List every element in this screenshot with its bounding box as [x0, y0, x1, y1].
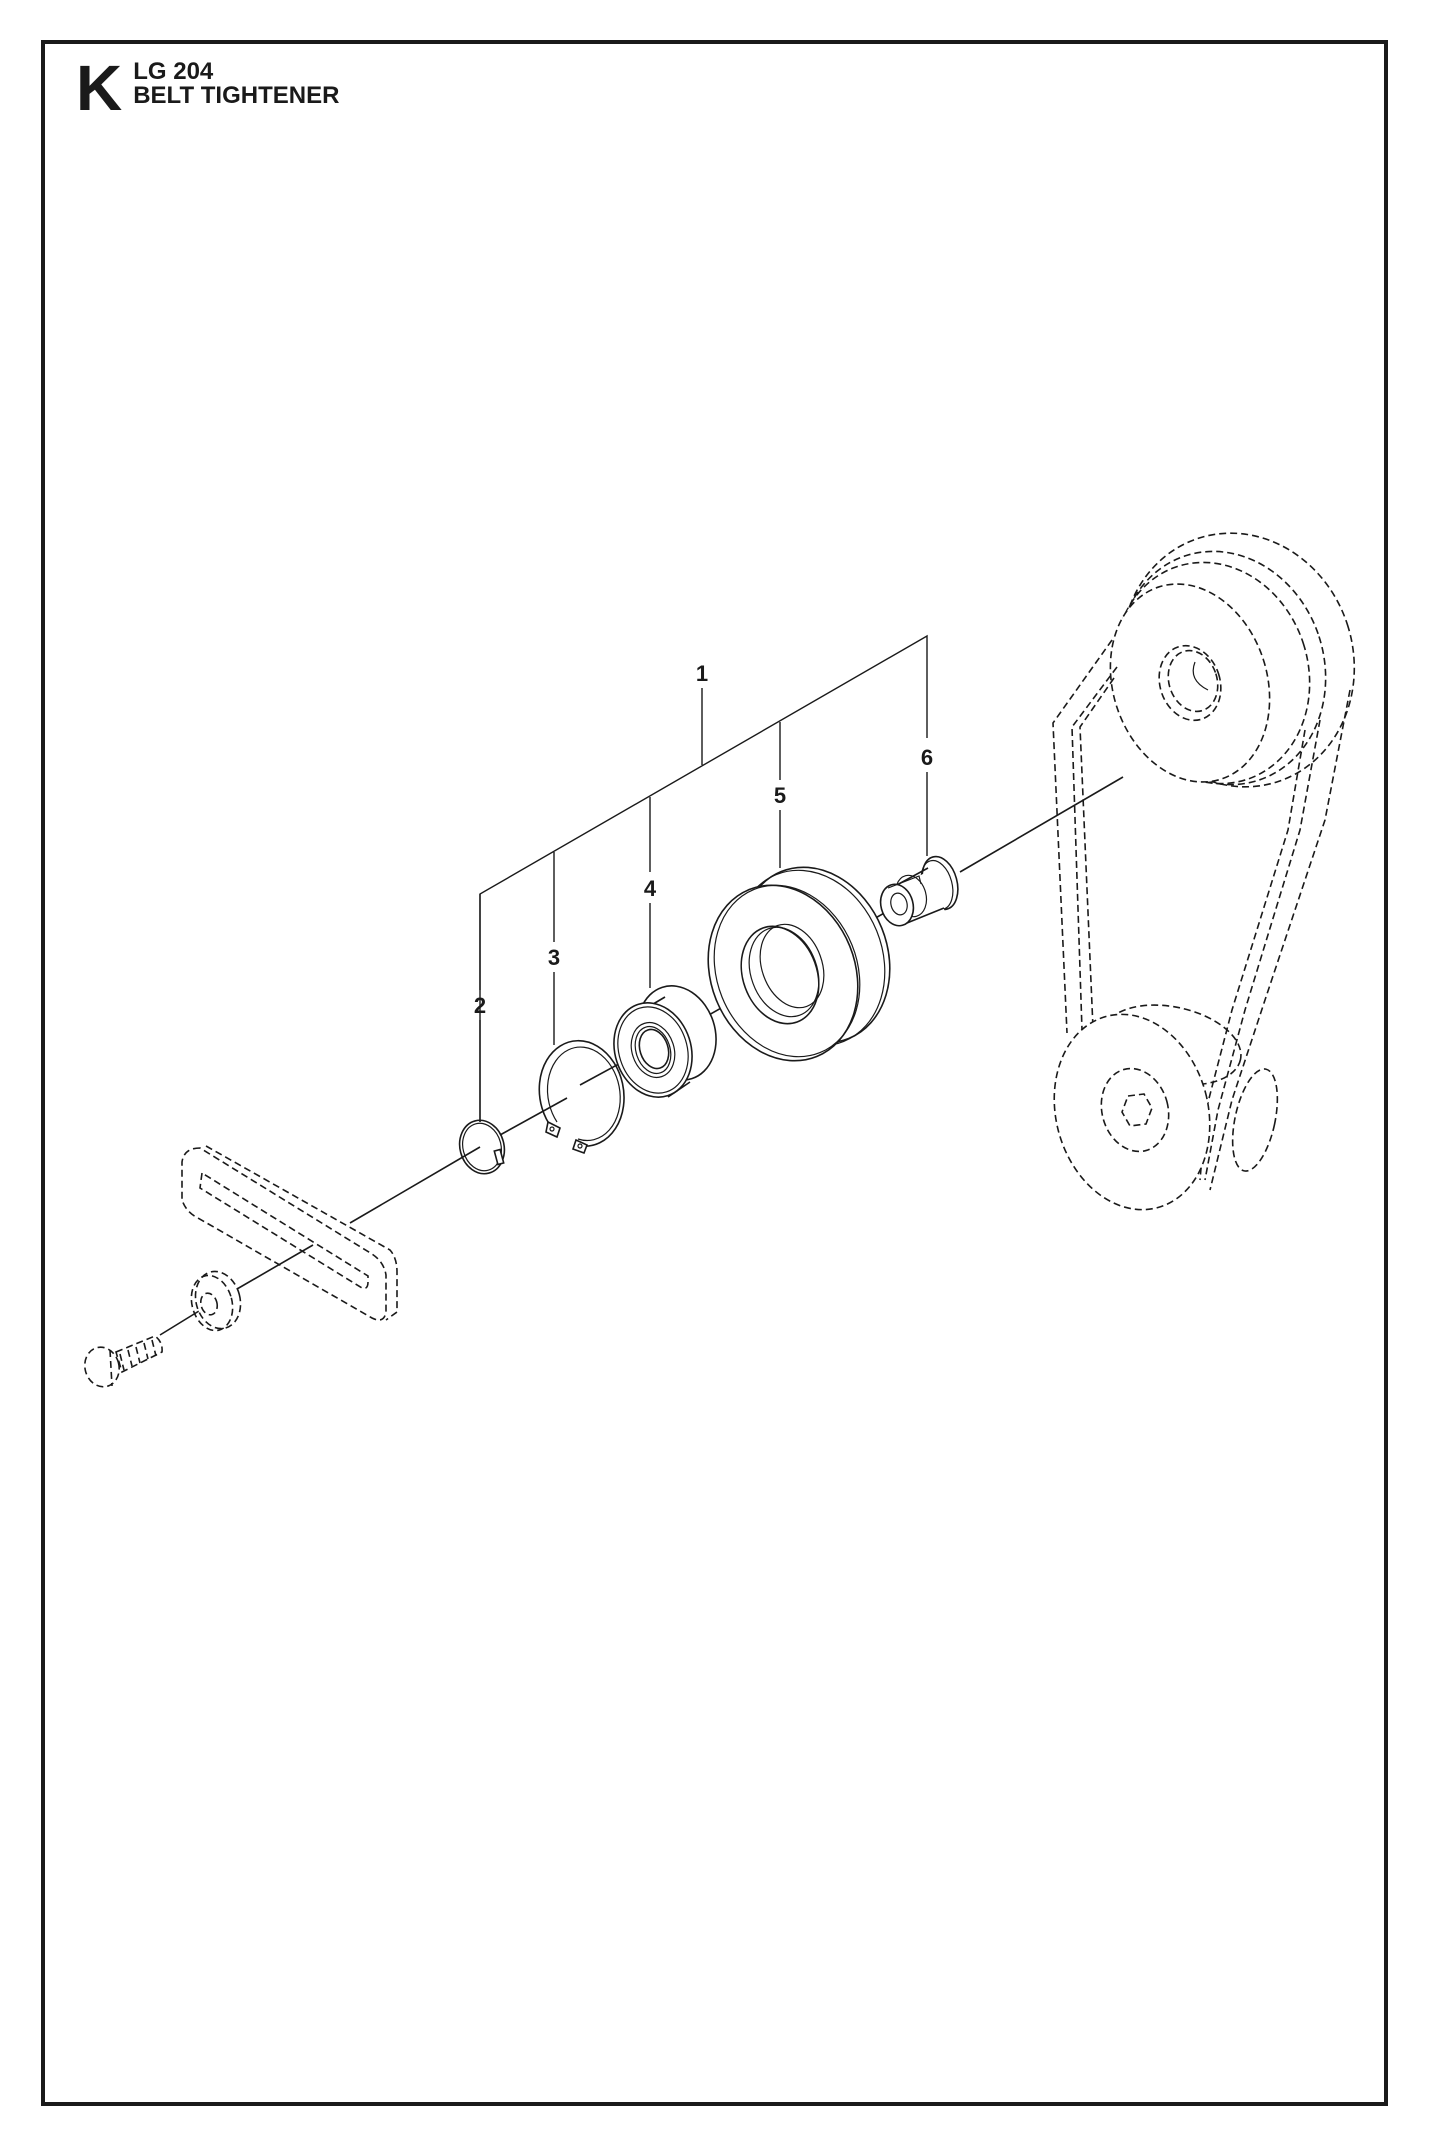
upper-pulley-back-rim — [1120, 532, 1356, 788]
callout-2: 2 — [474, 993, 486, 1018]
belt-right-inner-strand — [1199, 729, 1306, 1181]
lower-pulley-front-face — [1053, 1013, 1211, 1211]
lower-pulley-side-flange — [1231, 1068, 1279, 1172]
belt-and-drive-pulleys — [1052, 532, 1356, 1211]
part-3-circlip — [538, 1039, 625, 1155]
upper-pulley-hub-inner — [1167, 649, 1219, 713]
part-2-snap-ring — [458, 1119, 506, 1175]
callout-3: 3 — [548, 945, 560, 970]
section-letter: K — [76, 52, 122, 124]
lower-pulley-nut-icon — [1121, 1093, 1153, 1127]
model-name: LG 204 — [133, 58, 214, 85]
upper-pulley-hub-outer — [1158, 644, 1222, 722]
belt-left-inner-strand — [1079, 677, 1115, 1029]
callout-6: 6 — [921, 745, 933, 770]
slotted-bracket — [181, 1145, 398, 1321]
upper-pulley-groove-2 — [1113, 561, 1311, 785]
callout-5: 5 — [774, 783, 786, 808]
section-title: BELT TIGHTENER — [133, 82, 340, 109]
page-header: K LG 204 BELT TIGHTENER — [76, 56, 339, 120]
callout-numbers: 1 2 3 4 5 6 — [474, 661, 933, 1018]
part-5-tensioner-pulley — [707, 866, 891, 1062]
callout-leaders — [479, 634, 928, 1122]
callout-1: 1 — [696, 661, 708, 686]
belt-right-outer-strand — [1209, 689, 1351, 1191]
callout-4: 4 — [644, 876, 657, 901]
upper-pulley-front-face — [1109, 583, 1271, 783]
lower-pulley-back-rim — [1102, 1004, 1242, 1086]
part-4-ball-bearing — [613, 985, 717, 1098]
title-block: LG 204 BELT TIGHTENER — [133, 58, 340, 109]
hex-bolt — [83, 1335, 163, 1388]
upper-pulley-bore — [1192, 661, 1209, 691]
washer — [190, 1270, 242, 1332]
page-frame — [41, 40, 1388, 2106]
assembly-bracket-line — [479, 634, 928, 1122]
lower-pulley-hub — [1100, 1067, 1170, 1153]
belt-left-outer-strand — [1052, 639, 1113, 1034]
belt-left-middle-strand — [1071, 666, 1118, 1031]
belt-right-middle-strand — [1204, 719, 1321, 1181]
part-6-spacer-bushing — [879, 855, 959, 928]
